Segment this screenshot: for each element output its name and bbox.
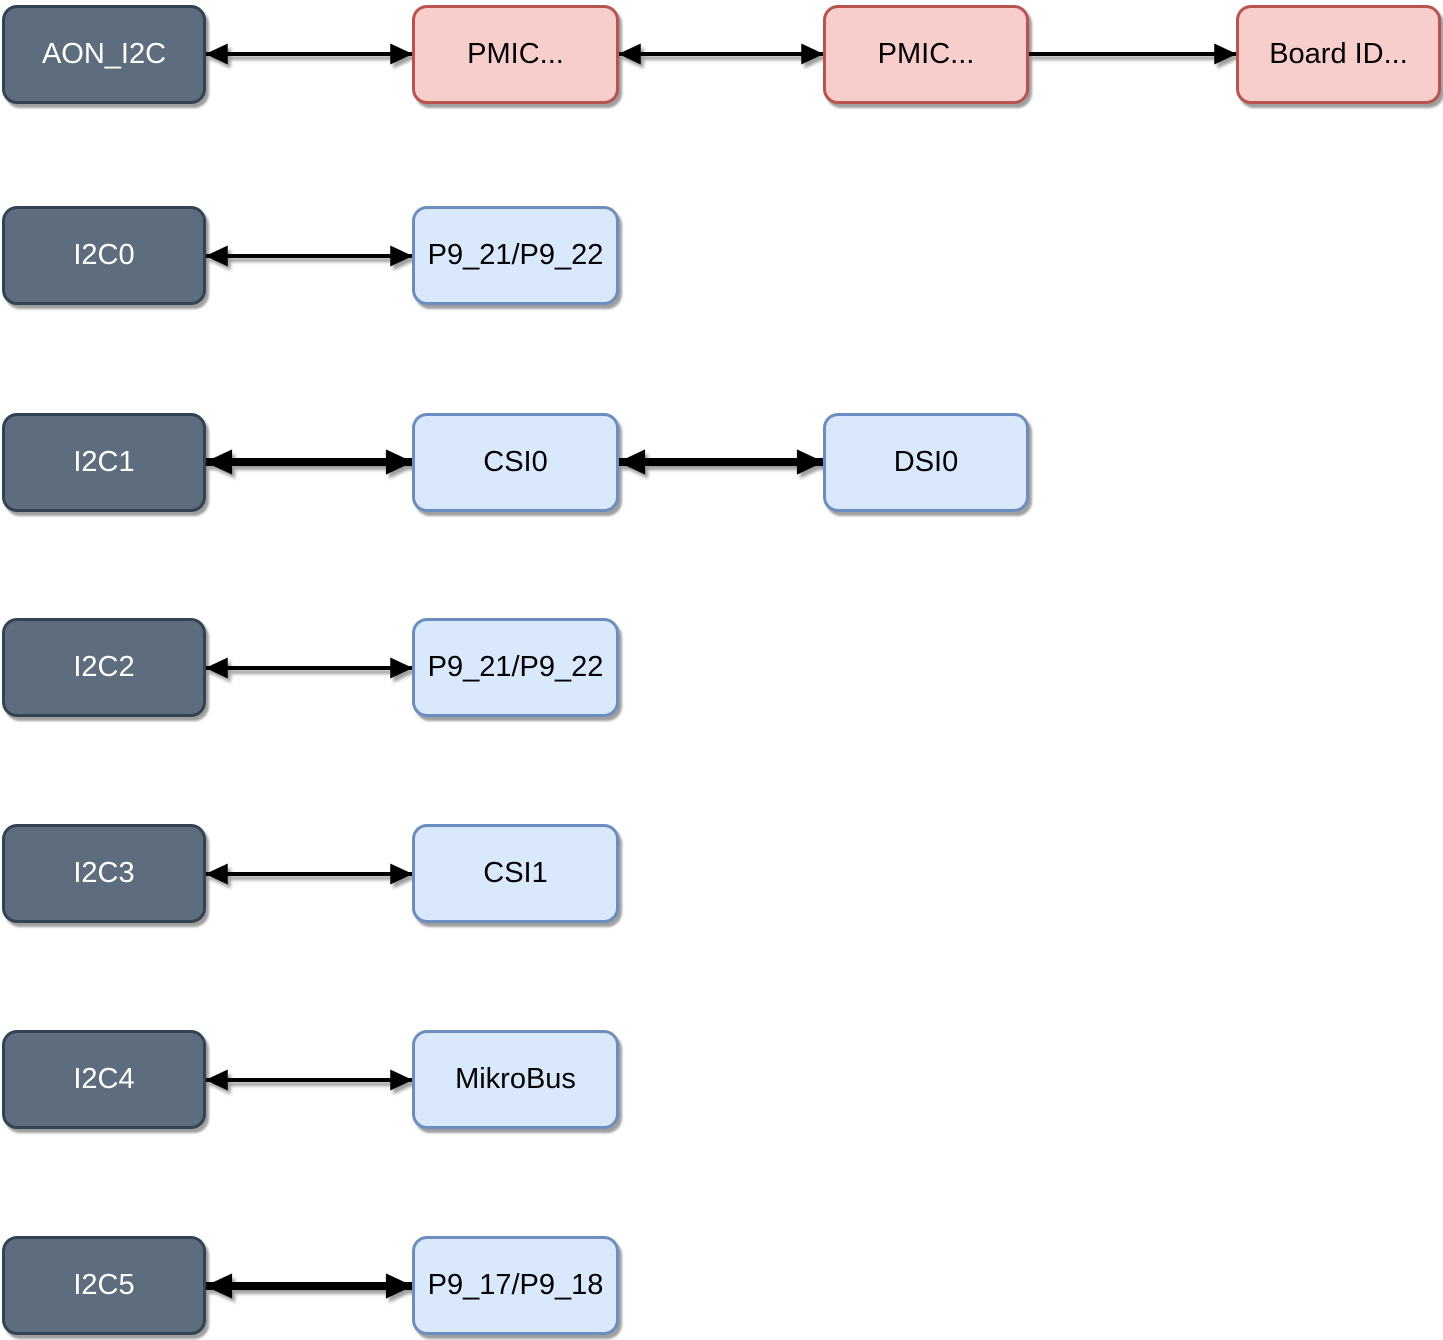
node-label: I2C2 [73,651,135,683]
node-i2c0[interactable]: I2C0 [2,206,206,305]
node-label: CSI1 [483,857,548,889]
node-label: P9_21/P9_22 [427,239,604,271]
node-label: I2C4 [73,1063,135,1095]
node-pmic-1[interactable]: PMIC... [412,5,619,104]
node-i2c3[interactable]: I2C3 [2,824,206,923]
node-aon-i2c[interactable]: AON_I2C [2,5,206,104]
node-label: CSI0 [483,446,548,478]
node-label: Board ID... [1269,38,1408,70]
node-p9-21-p9-22-a[interactable]: P9_21/P9_22 [412,206,619,305]
node-p9-17-p9-18[interactable]: P9_17/P9_18 [412,1236,619,1335]
node-csi1[interactable]: CSI1 [412,824,619,923]
node-label: DSI0 [893,446,959,478]
node-label: PMIC... [467,38,564,70]
node-i2c2[interactable]: I2C2 [2,618,206,717]
node-label: AON_I2C [41,38,167,70]
node-label: I2C5 [73,1269,135,1301]
node-label: P9_21/P9_22 [427,651,604,683]
node-label: P9_17/P9_18 [427,1269,604,1301]
node-board-id[interactable]: Board ID... [1236,5,1441,104]
node-csi0[interactable]: CSI0 [412,413,619,512]
node-i2c1[interactable]: I2C1 [2,413,206,512]
node-label: I2C3 [73,857,135,889]
node-mikrobus[interactable]: MikroBus [412,1030,619,1129]
node-pmic-2[interactable]: PMIC... [823,5,1029,104]
node-label: MikroBus [455,1063,576,1095]
node-i2c5[interactable]: I2C5 [2,1236,206,1335]
node-label: I2C0 [73,239,135,271]
node-label: I2C1 [73,446,135,478]
node-label: PMIC... [877,38,975,70]
node-i2c4[interactable]: I2C4 [2,1030,206,1129]
node-dsi0[interactable]: DSI0 [823,413,1029,512]
node-p9-21-p9-22-b[interactable]: P9_21/P9_22 [412,618,619,717]
